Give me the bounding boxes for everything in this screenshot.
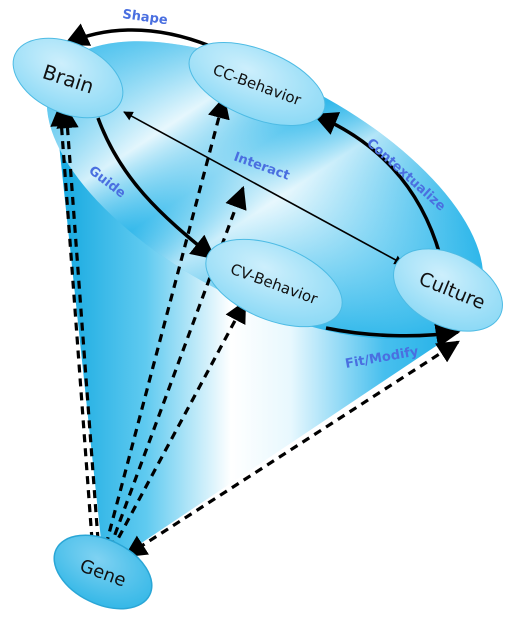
shape-arrow [63,23,211,48]
cc-behavior-ellipse [188,42,326,126]
gene-dashed-arrows [50,95,460,558]
fit-modify-arrow [325,323,461,348]
culture-ellipse [393,248,503,332]
gene-to-brain-arrow-inner [56,105,100,541]
node-cc-behavior: CC-Behavior [188,42,326,126]
gene-ellipse [53,534,153,610]
gene-to-brain-arrow-outer [50,103,94,541]
node-cv-behavior: CV-Behavior [205,238,343,328]
interact-arrow [123,111,404,265]
node-brain: Brain [12,37,124,119]
brain-ellipse [12,37,124,119]
shape-label: Shape [121,7,168,28]
node-culture: Culture [393,248,503,332]
gene-to-culture-arrow [124,340,460,558]
cv-behavior-ellipse [205,238,343,328]
node-gene: Gene [53,534,153,610]
